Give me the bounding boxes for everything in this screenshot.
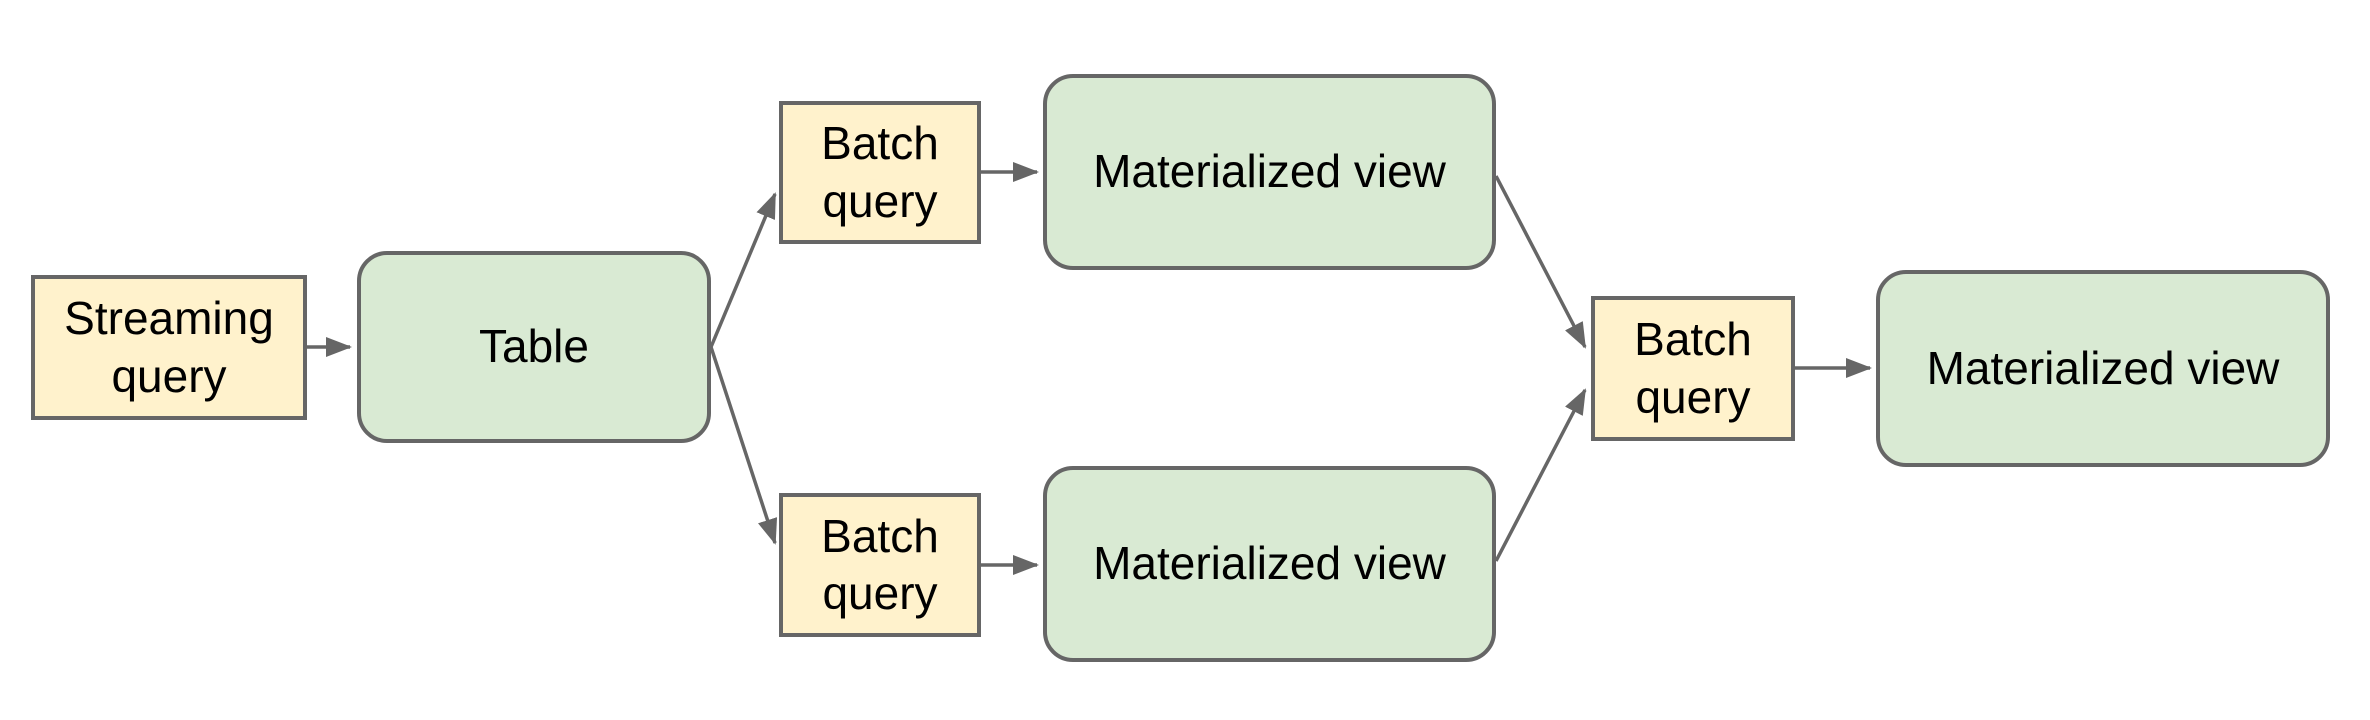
node-batch-query-top: Batch query	[779, 101, 981, 244]
node-batch-query-bottom: Batch query	[779, 493, 981, 637]
edge-mv-bottom-to-batch-merge	[1494, 388, 1587, 562]
edge-mv-top-to-batch-merge	[1494, 175, 1587, 349]
node-label: Streaming query	[64, 292, 274, 402]
node-table: Table	[357, 251, 711, 443]
node-label: Batch query	[1634, 313, 1752, 423]
node-materialized-view-bottom: Materialized view	[1043, 466, 1496, 662]
node-label: Materialized view	[1926, 341, 2280, 394]
node-label: Materialized view	[1093, 145, 1446, 198]
node-label: Batch query	[821, 117, 939, 227]
edge-table-to-batch-top	[709, 192, 777, 348]
node-materialized-view-final: Materialized view	[1876, 270, 2330, 467]
edge-table-to-batch-bottom	[709, 346, 778, 545]
node-batch-query-merge: Batch query	[1591, 296, 1795, 441]
node-materialized-view-top: Materialized view	[1043, 74, 1496, 270]
node-label: Batch query	[821, 509, 939, 619]
node-label: Table	[479, 320, 589, 373]
node-label: Materialized view	[1093, 537, 1446, 590]
node-streaming-query: Streaming query	[31, 275, 307, 420]
